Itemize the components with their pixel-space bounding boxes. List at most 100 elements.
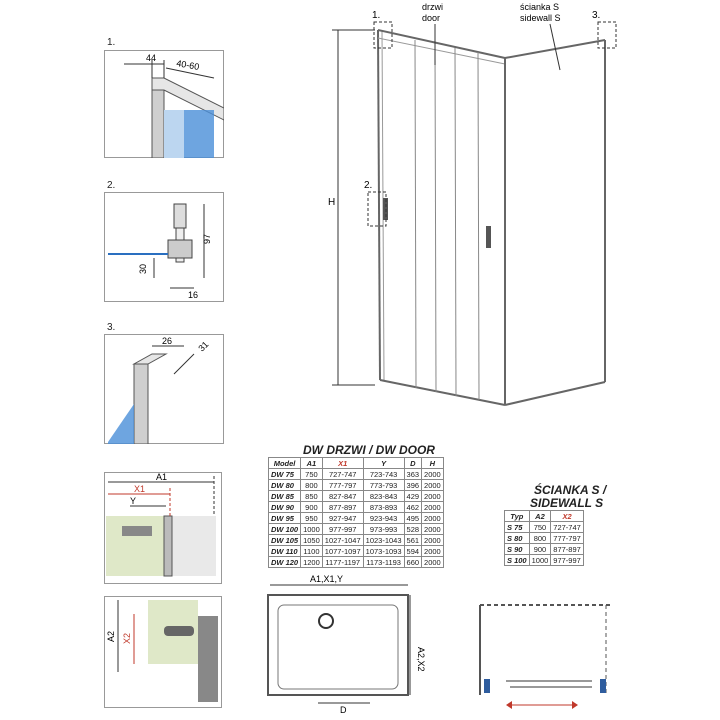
table-cell: 1073-1093 [362,545,405,557]
table-cell: DW 80 [267,479,302,491]
dim-a1: A1 [156,472,167,482]
table-cell: 1027-1047 [321,534,364,546]
table-cell: 750 [300,468,323,480]
table-cell: 777-797 [550,532,584,544]
callout-1: 1. [372,10,380,21]
sidewall-table-title-1: ŚCIANKA S / [534,483,607,497]
table-header: X1 [321,457,364,469]
table-cell: 1000 [528,554,552,566]
table-cell: 1077-1097 [321,545,364,557]
table-cell: DW 120 [267,556,302,568]
table-cell: 923-943 [362,512,405,524]
detail-1-dim-b: 40-60 [176,58,200,72]
table-header: Typ [504,510,530,522]
dim-x1: X1 [134,484,145,494]
table-cell: 977-997 [321,523,364,535]
table-cell: DW 90 [267,501,302,513]
detail-3-drawing: 26 31 [104,334,224,444]
table-cell: 927-947 [321,512,364,524]
table-cell: 900 [300,501,323,513]
table-cell: 1200 [300,556,323,568]
table-cell: 1000 [300,523,323,535]
table-cell: 850 [300,490,323,502]
table-cell: 462 [403,501,423,513]
callout-3: 3. [592,10,600,21]
detail-2-drawing: 97 30 16 [104,192,224,302]
sidewall-label-pl: ścianka S [520,2,559,12]
table-cell: 2000 [421,523,444,535]
table-cell: S 80 [504,532,530,544]
table-cell: 800 [300,479,323,491]
detail-2-dim-a: 97 [202,234,212,244]
table-cell: 1100 [300,545,323,557]
table-cell: 363 [403,468,423,480]
table-cell: 2000 [421,534,444,546]
table-cell: 723-743 [362,468,405,480]
door-label-pl: drzwi [422,2,443,12]
table-cell: 2000 [421,545,444,557]
table-cell: 1023-1043 [362,534,405,546]
table-header: Y [362,457,405,469]
table-cell: S 90 [504,543,530,555]
detail-2-number: 2. [107,180,116,191]
table-cell: 977-997 [550,554,584,566]
table-cell: 2000 [421,501,444,513]
sidewall-table-title-2: SIDEWALL S [530,496,604,510]
table-cell: 2000 [421,512,444,524]
table-cell: 429 [403,490,423,502]
table-cell: 773-793 [362,479,405,491]
table-cell: DW 105 [267,534,302,546]
table-cell: 800 [528,532,552,544]
table-cell: 660 [403,556,423,568]
table-cell: 561 [403,534,423,546]
table-cell: S 100 [504,554,530,566]
table-cell: 528 [403,523,423,535]
table-cell: 873-893 [362,501,405,513]
table-cell: DW 95 [267,512,302,524]
detail-1-drawing: 44 40-60 [104,50,224,158]
dim-a2: A2 [106,631,116,642]
detail-2-dim-c: 16 [188,290,198,300]
dim-y: Y [130,496,136,506]
table-cell: 827-847 [321,490,364,502]
table-cell: 900 [528,543,552,555]
table-cell: 1173-1193 [362,556,405,568]
sliding-plan-view [479,604,610,709]
detail-1-dim-a: 44 [146,53,156,63]
detail-3-number: 3. [107,322,116,333]
table-header: D [403,457,423,469]
table-cell: 2000 [421,479,444,491]
table-cell: 823-843 [362,490,405,502]
plan-dim-d: D [340,705,347,715]
table-cell: 750 [528,521,552,533]
door-table-title: DW DRZWI / DW DOOR [303,443,435,457]
table-cell: DW 75 [267,468,302,480]
table-cell: 396 [403,479,423,491]
table-cell: 594 [403,545,423,557]
table-cell: 495 [403,512,423,524]
dim-x2: X2 [122,633,132,644]
table-header: X2 [550,510,584,522]
table-header: H [421,457,444,469]
table-cell: 777-797 [321,479,364,491]
table-cell: S 75 [504,521,530,533]
table-cell: DW 110 [267,545,302,557]
table-cell: 973-993 [362,523,405,535]
table-cell: 877-897 [321,501,364,513]
main-elevation-view: H 1. 2. 3. drzwi door ścianka S sidewall… [328,2,617,406]
callout-2: 2. [364,180,372,191]
